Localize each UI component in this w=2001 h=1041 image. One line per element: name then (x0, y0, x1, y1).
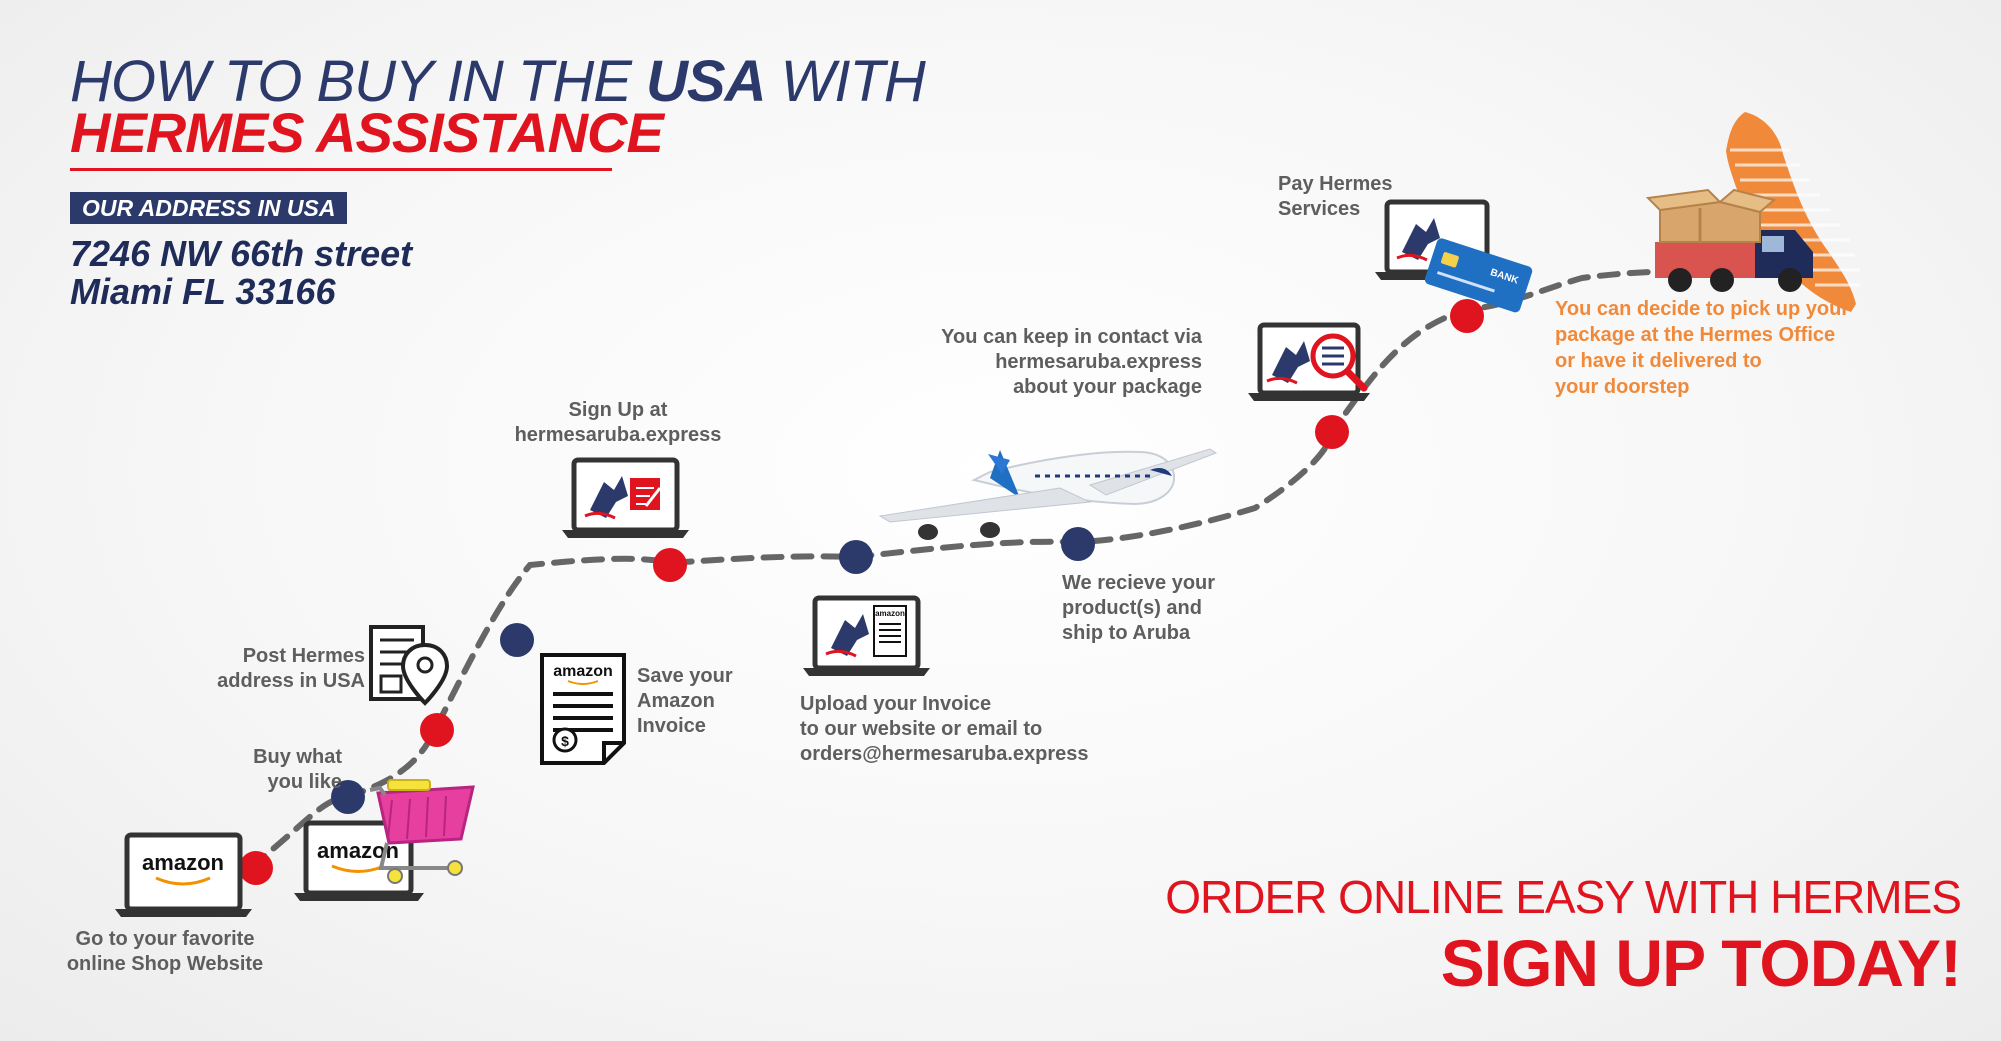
step-label-upload-invoice: Upload your Invoice to our website or em… (800, 693, 1089, 765)
amazon-logo-text: amazon (875, 609, 905, 618)
step-label-keep-contact: You can keep in contact via hermesaruba.… (941, 326, 1202, 398)
step-label-pay-services: Pay Hermes Services (1278, 173, 1393, 220)
route-path (247, 267, 1763, 870)
laptop-amazon-cart-icon: amazon (294, 820, 424, 901)
page-title: HOW TO BUY IN THE USA WITH (70, 48, 926, 115)
title-suffix: WITH (765, 49, 926, 114)
shopping-cart-icon (369, 779, 475, 884)
step-label-save-invoice: Save your Amazon Invoice (637, 665, 733, 737)
laptop-signup-icon (562, 457, 689, 538)
amazon-invoice-icon: amazon $ (540, 653, 626, 765)
step-dot-red (1450, 299, 1484, 333)
dollar-icon: $ (561, 733, 569, 749)
address-document-icon (369, 625, 450, 706)
amazon-logo-text: amazon (553, 663, 613, 680)
aruba-island-icon (1726, 112, 1860, 312)
title-prefix: HOW TO BUY IN THE (70, 49, 647, 114)
step-label-buy: Buy what you like (253, 746, 342, 793)
cta-signup-headline: SIGN UP TODAY! (1440, 926, 1962, 1000)
cta-tagline: ORDER ONLINE EASY WITH HERMES (1165, 871, 1962, 923)
step-dot-navy (500, 623, 534, 657)
step-dot-red (239, 851, 273, 885)
address-line-1: 7246 NW 66th street (70, 233, 413, 274)
amazon-logo-text: amazon (142, 850, 224, 875)
address-line-2: Miami FL 33166 (70, 271, 336, 312)
title-divider (70, 168, 612, 171)
step-label-go-shop: Go to your favorite online Shop Website (66, 928, 264, 975)
credit-card-icon: BANK (1424, 238, 1533, 313)
step-dot-navy (331, 780, 365, 814)
step-dot-navy (1061, 527, 1095, 561)
step-label-post-address: Post Hermes address in USA (217, 645, 365, 692)
step-label-delivery-options: You can decide to pick up your package a… (1555, 298, 1850, 398)
step-label-receive-ship: We recieve your product(s) and ship to A… (1062, 572, 1216, 644)
step-dot-red (1315, 415, 1349, 449)
address-badge: OUR ADDRESS IN USA (70, 192, 348, 224)
step-label-signup: Sign Up at hermesaruba.express (514, 399, 722, 446)
step-dot-red (420, 713, 454, 747)
step-dot-navy (839, 540, 873, 574)
airplane-icon (878, 448, 1218, 540)
laptop-upload-invoice-icon: amazon (803, 595, 930, 676)
delivery-truck-icon (1645, 188, 1813, 292)
laptop-amazon-icon: amazon (115, 832, 252, 917)
laptop-tracking-icon (1248, 322, 1370, 401)
page-subtitle: HERMES ASSISTANCE (70, 101, 664, 164)
title-emph: USA (646, 49, 766, 114)
step-dot-red (653, 548, 687, 582)
